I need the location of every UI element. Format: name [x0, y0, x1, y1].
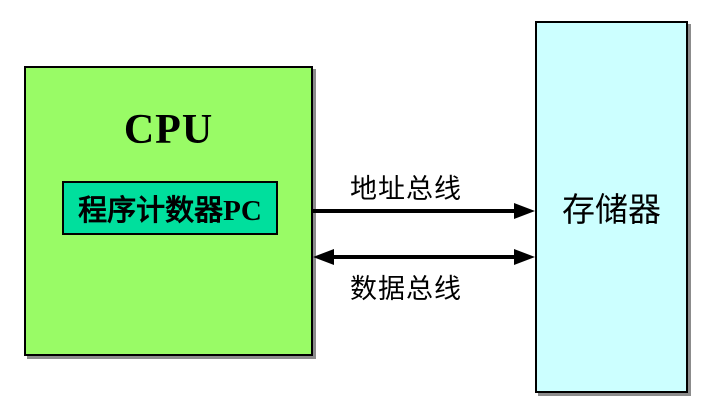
memory-label: 存储器 [562, 193, 661, 229]
program-counter-label: 程序计数器PC [78, 195, 262, 227]
data-bus-arrow [313, 249, 535, 265]
program-counter-box: 程序计数器PC [62, 181, 278, 235]
cpu-box: CPU 程序计数器PC [24, 66, 313, 356]
arrowhead-right-icon [514, 203, 535, 219]
address-bus-label: 地址总线 [350, 174, 462, 204]
memory-box: 存储器 [535, 21, 688, 393]
arrowhead-left-icon [313, 249, 334, 265]
data-bus-label: 数据总线 [350, 274, 462, 304]
cpu-label: CPU [123, 107, 214, 153]
arrowhead-right-icon [514, 249, 535, 265]
